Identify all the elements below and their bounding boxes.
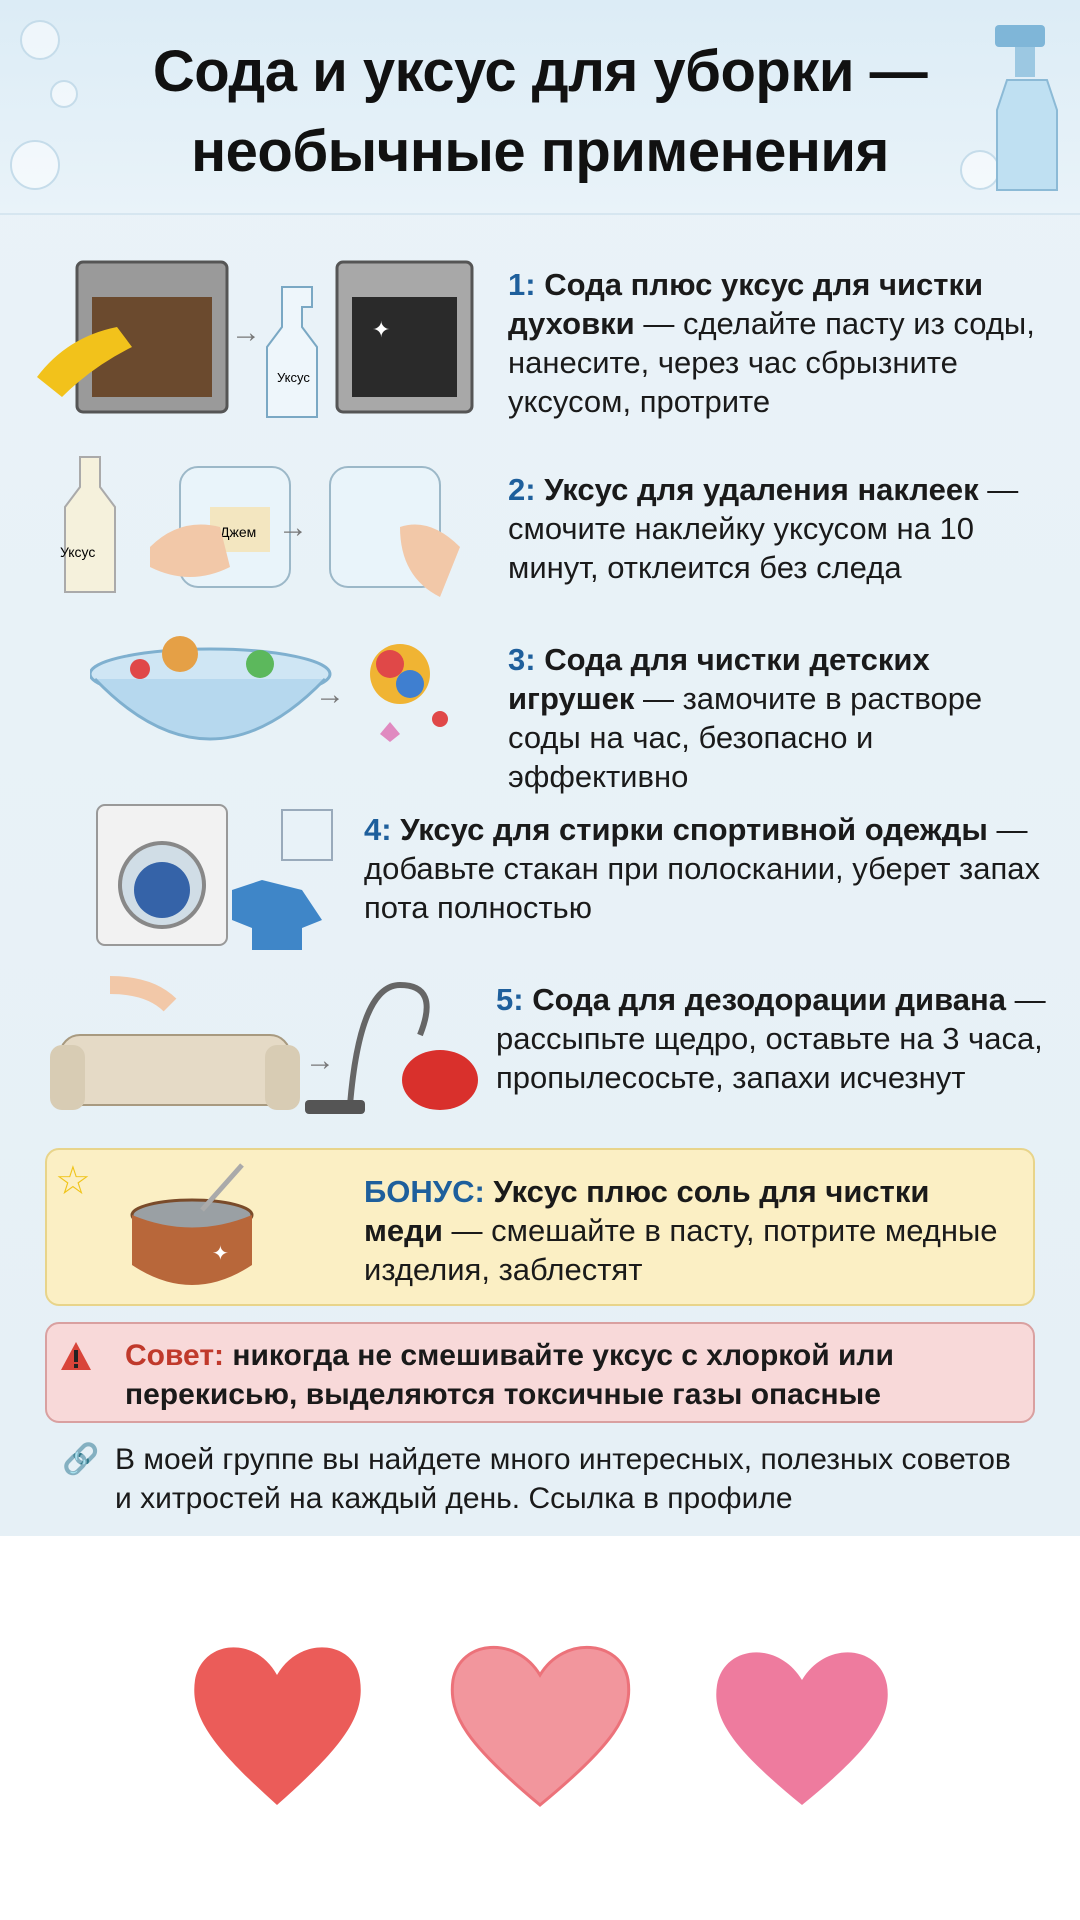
heart-icon — [716, 1652, 888, 1805]
spray-bottle-icon — [995, 25, 1058, 191]
svg-text:→: → — [278, 511, 308, 544]
warning-box: Совет: никогда не смешивайте уксус с хло… — [45, 1322, 1035, 1423]
sticker-label: Джем — [220, 524, 256, 540]
svg-text:✦: ✦ — [212, 1243, 229, 1265]
tip-5: 5: Сода для дезодорации дивана — рассыпь… — [496, 980, 1056, 1097]
star-icon: ☆ — [55, 1159, 91, 1203]
page-title: Сода и уксус для уборки — необычные прим… — [0, 32, 1080, 192]
tip-title: Сода для чистки детских игрушек — [508, 642, 930, 716]
tip-title: Сода плюс уксус для чистки духовки — [508, 267, 984, 341]
svg-text:→: → — [305, 1044, 335, 1077]
tip-number: 5: — [496, 982, 524, 1017]
tip-description: — смочите наклейку уксусом на 10 минут, … — [508, 472, 1019, 585]
tip-number: 2: — [508, 472, 536, 507]
washing-machine-illustration — [96, 804, 333, 950]
bonus-box: ☆ ✦ БОНУС: Уксус плюс соль для чистки ме… — [45, 1148, 1035, 1306]
warning-label: Совет: — [125, 1339, 225, 1372]
tip-2: 2: Уксус для удаления наклеек — смочите … — [508, 470, 1048, 587]
header: Сода и уксус для уборки — необычные прим… — [0, 0, 1080, 215]
tip-number: 1: — [508, 267, 536, 302]
vinegar-label: Уксус — [60, 544, 95, 560]
title-line-1: Сода и уксус для уборки — — [152, 39, 928, 104]
heart-icon — [450, 1645, 631, 1807]
bonus-label: БОНУС: — [364, 1174, 485, 1209]
footer-note: 🔗 В моей группе вы найдете много интерес… — [62, 1440, 1030, 1518]
heart-icon — [194, 1647, 361, 1805]
bubble-decoration — [50, 80, 78, 108]
warning-text: Совет: никогда не смешивайте уксус с хло… — [125, 1336, 1025, 1414]
bonus-text: БОНУС: Уксус плюс соль для чистки меди —… — [364, 1172, 1014, 1289]
tip-title: Уксус для удаления наклеек — [544, 472, 979, 507]
bonus-title: Уксус плюс соль для чистки меди — [364, 1174, 930, 1248]
tip-number: 3: — [508, 642, 536, 677]
copper-pot-illustration: ✦ — [130, 1163, 254, 1285]
warning-icon — [61, 1342, 91, 1370]
tip-description: — замочите в растворе соды на час, безоп… — [508, 681, 983, 794]
bonus-description: — смешайте в пасту, потрите медные издел… — [364, 1213, 998, 1287]
footer-text: В моей группе вы найдете много интересны… — [115, 1443, 1011, 1515]
arrow-icon: → — [231, 316, 261, 349]
toys-washing-illustration: → — [90, 636, 448, 742]
svg-text:✦: ✦ — [372, 317, 390, 342]
warning-message: никогда не смешивайте уксус с хлоркой ил… — [125, 1339, 894, 1411]
tip-3: 3: Сода для чистки детских игрушек — зам… — [508, 640, 1058, 796]
title-line-2: необычные применения — [191, 119, 889, 184]
tip-description: — рассыпьте щедро, оставьте на 3 часа, п… — [496, 982, 1046, 1095]
svg-text:→: → — [315, 678, 345, 711]
tip-description: — добавьте стакан при полоскании, уберет… — [364, 812, 1041, 925]
tip-title: Уксус для стирки спортивной одежды — [400, 812, 988, 847]
oven-cleaning-illustration: Уксус → ✦ — [37, 260, 474, 418]
tip-description: — сделайте пасту из соды, нанесите, чере… — [508, 306, 1035, 419]
tip-number: 4: — [364, 812, 392, 847]
tip-1: 1: Сода плюс уксус для чистки духовки — … — [508, 265, 1048, 421]
vinegar-label: Уксус — [277, 370, 310, 385]
tip-4: 4: Уксус для стирки спортивной одежды — … — [364, 810, 1064, 927]
sofa-vacuum-illustration: → — [50, 976, 478, 1114]
tip-title: Сода для дезодорации дивана — [532, 982, 1006, 1017]
bubble-decoration — [20, 20, 60, 60]
link-icon: 🔗 — [62, 1443, 100, 1476]
bubble-decoration — [10, 140, 60, 190]
sticker-removal-illustration: Уксус Джем → — [60, 456, 460, 597]
